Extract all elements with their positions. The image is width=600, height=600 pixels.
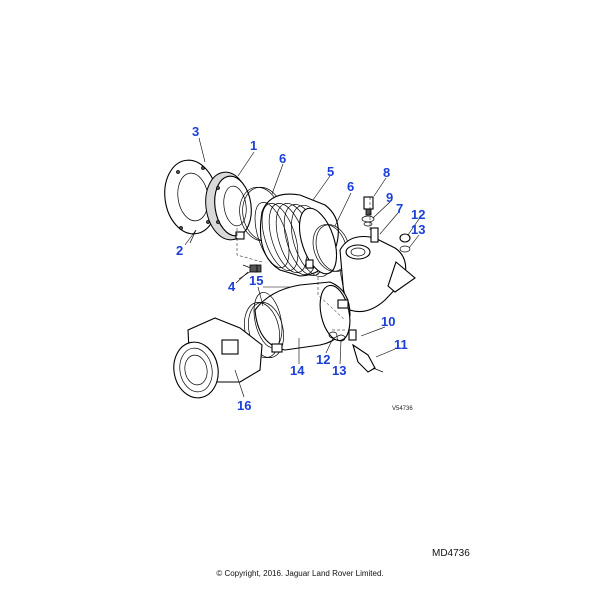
assembly-line — [236, 228, 263, 263]
diagram-code: MD4736 — [432, 548, 470, 559]
callout-2: 2 — [176, 243, 183, 258]
callout-9: 9 — [386, 190, 393, 205]
callout-5: 5 — [327, 164, 334, 179]
airflow-meter-part — [173, 317, 263, 399]
intake-tube-part — [253, 281, 351, 351]
callout-8: 8 — [383, 165, 390, 180]
callout-6-second: 6 — [347, 179, 354, 194]
flange-part — [205, 171, 252, 241]
sensor-part — [361, 196, 375, 227]
assembly-line — [317, 272, 346, 321]
leader-lines — [184, 137, 420, 398]
nut-washer-part — [399, 233, 411, 253]
callout-1: 1 — [250, 138, 257, 153]
illustration-ref: V54736 — [392, 406, 413, 412]
plenum-housing-part — [339, 227, 416, 313]
temperature-sensor-part — [328, 329, 384, 373]
callout-3: 3 — [192, 124, 199, 139]
callout-16: 16 — [237, 398, 251, 413]
callout-15: 15 — [249, 273, 263, 288]
callout-6: 6 — [279, 151, 286, 166]
callout-12: 12 — [411, 207, 425, 222]
callout-4: 4 — [228, 279, 236, 294]
callout-7: 7 — [396, 201, 403, 216]
callout-14: 14 — [290, 363, 305, 378]
copyright-notice: © Copyright, 2016. Jaguar Land Rover Lim… — [216, 569, 384, 578]
callout-10: 10 — [381, 314, 395, 329]
callout-13-second: 13 — [332, 363, 346, 378]
callout-11: 11 — [394, 337, 408, 352]
callout-13: 13 — [411, 222, 425, 237]
callout-12-second: 12 — [316, 352, 330, 367]
